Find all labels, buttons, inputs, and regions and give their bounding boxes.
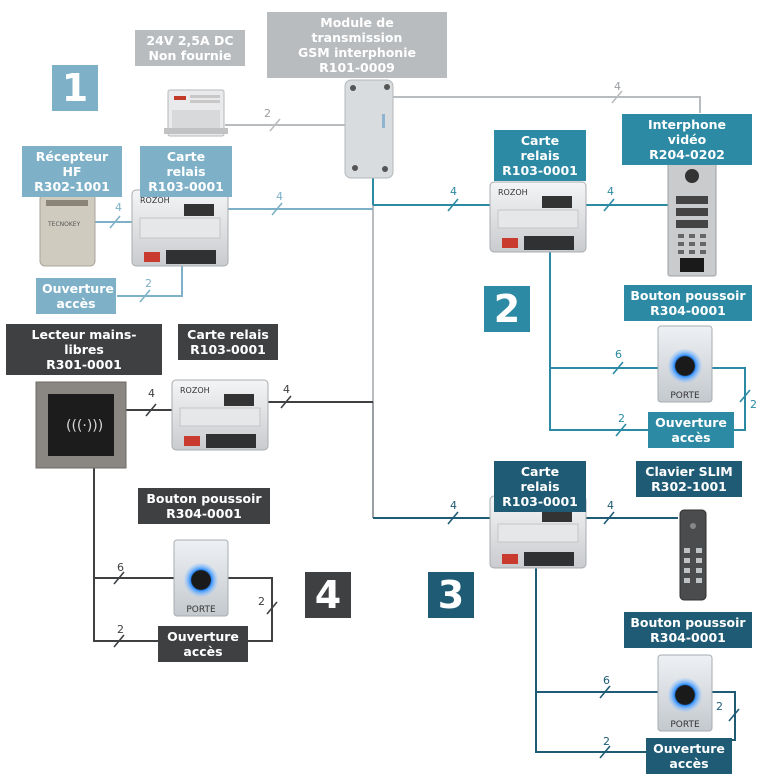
- push-button-3: PORTE: [657, 654, 713, 732]
- wire-count: 4: [115, 201, 122, 214]
- svg-text:PORTE: PORTE: [670, 391, 700, 401]
- hf-brand-text: TECNOKEY: [47, 221, 81, 228]
- zone-number-1: 1: [52, 65, 98, 111]
- wire-count: 6: [117, 561, 124, 574]
- gsm-module: [344, 79, 394, 179]
- wire-count: 2: [258, 595, 265, 608]
- wire-count: 2: [603, 735, 610, 748]
- hands-free-reader: (((·))): [35, 381, 127, 469]
- wire-count: 4: [607, 185, 614, 198]
- wire-count: 4: [283, 383, 290, 396]
- wire-button4-side: [228, 577, 273, 642]
- relay-board-3: ROZOH: [489, 495, 587, 569]
- relay-board-2: ROZOH: [489, 181, 587, 253]
- svg-text:ROZOH: ROZOH: [140, 196, 170, 205]
- wire-count: 2: [264, 107, 271, 120]
- wire-count: 4: [450, 185, 457, 198]
- wire-count: 4: [148, 387, 155, 400]
- wire-relay3-down: [535, 565, 646, 753]
- video-intercom: [667, 157, 717, 277]
- power-supply: [164, 89, 228, 137]
- push-button-2: PORTE: [657, 325, 713, 403]
- wire-count: 4: [607, 499, 614, 512]
- zone-number-4: 4: [305, 572, 351, 618]
- wire-count: 2: [145, 277, 152, 290]
- relay-board-1: ROZOH: [131, 189, 229, 267]
- wire-count: 6: [615, 348, 622, 361]
- wire-button2-side: [712, 367, 746, 431]
- push-button-4: PORTE: [173, 539, 229, 617]
- hf-receiver: TECNOKEY: [39, 193, 96, 267]
- wire-access1: [117, 266, 183, 297]
- wire-count: 2: [750, 398, 757, 411]
- zone-number-2: 2: [484, 286, 530, 332]
- svg-text:ROZOH: ROZOH: [180, 386, 210, 395]
- wire-count: 4: [450, 499, 457, 512]
- wire-count: 4: [614, 80, 621, 93]
- wire-count: 2: [618, 412, 625, 425]
- wire-gsm-intercom: [392, 96, 701, 113]
- wire-count: 2: [716, 700, 723, 713]
- slim-keypad: [679, 509, 707, 601]
- svg-text:PORTE: PORTE: [186, 605, 216, 615]
- wire-reader-down: [93, 467, 158, 642]
- wire-count: 2: [117, 623, 124, 636]
- wire-count: 6: [603, 674, 610, 687]
- zone-number-3: 3: [428, 572, 474, 618]
- relay-board-4: ROZOH: [171, 379, 269, 451]
- wire-relay2-down: [549, 250, 648, 431]
- svg-text:PORTE: PORTE: [670, 720, 700, 730]
- wire-count: 4: [276, 190, 283, 203]
- contactless-icon: (((·))): [66, 418, 103, 434]
- svg-text:ROZOH: ROZOH: [498, 188, 528, 197]
